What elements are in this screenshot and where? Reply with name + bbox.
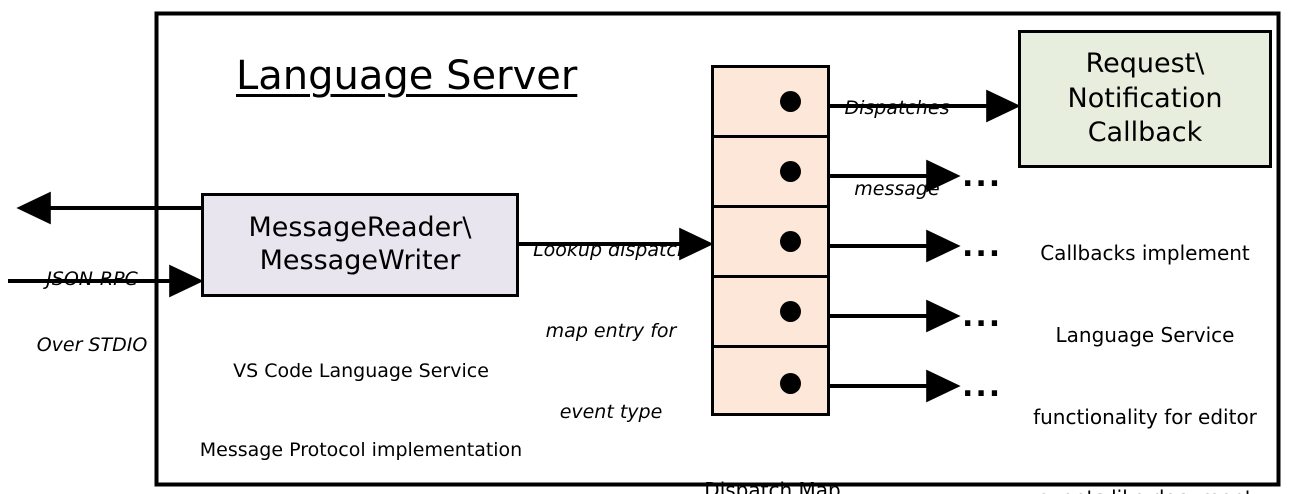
lookup-dispatch-label: Lookup dispatch map entry for event type xyxy=(516,183,706,480)
callback-caption-line1: Callbacks implement xyxy=(1040,241,1250,266)
mrw-line2: MessageWriter xyxy=(259,245,461,276)
dispatch-dot-icon xyxy=(780,372,801,394)
messagereader-caption: VS Code Language Service Message Protoco… xyxy=(196,306,526,494)
dispatch-map-row[interactable] xyxy=(714,138,827,208)
dispatches-line1: Dispatches xyxy=(844,96,950,119)
messagereader-messagewriter-label: MessageReader\ MessageWriter xyxy=(249,212,472,278)
mrw-caption-line2: Message Protocol implementation xyxy=(199,439,523,462)
jsonrpc-protocol-label: JSON-RPC Over STDIO xyxy=(22,224,162,400)
dispatch-dot-icon xyxy=(780,91,801,112)
dispatch-map-row[interactable] xyxy=(714,278,827,348)
messagereader-messagewriter-box[interactable]: MessageReader\ MessageWriter xyxy=(201,193,519,297)
dispatch-caption-line1: Dispatch Map xyxy=(704,478,841,494)
mrw-line1: MessageReader\ xyxy=(248,212,472,244)
language-server-border xyxy=(154,11,1281,487)
ellipsis-row-5: ... xyxy=(962,369,1003,404)
callback-caption-line3: functionality for editor xyxy=(1033,404,1257,429)
callback-line1: Request\ xyxy=(1085,48,1205,80)
jsonrpc-label-line2: Over STDIO xyxy=(36,334,148,357)
page-title: Language Server xyxy=(236,53,578,99)
lookup-line3: event type xyxy=(559,400,663,423)
dispatch-map-row[interactable] xyxy=(714,68,827,138)
callback-caption-line2: Language Service xyxy=(1055,322,1235,347)
dispatch-dot-icon xyxy=(780,231,801,252)
callback-box-label: Request\ Notification Callback xyxy=(1068,47,1223,151)
ellipsis-row-3: ... xyxy=(962,229,1003,264)
dispatch-map-caption: Dispatch Map (event_type, callback) xyxy=(650,423,895,494)
dispatch-map-table[interactable] xyxy=(711,65,830,416)
dispatches-line2: message xyxy=(854,177,940,200)
callback-line2: Notification xyxy=(1067,82,1223,114)
ellipsis-row-2: ... xyxy=(962,159,1003,194)
dispatch-map-row[interactable] xyxy=(714,208,827,278)
ellipsis-row-4: ... xyxy=(962,299,1003,334)
dispatches-message-label: Dispatches message xyxy=(838,41,956,257)
callback-caption: Callbacks implement Language Service fun… xyxy=(1010,186,1280,494)
lookup-line1: Lookup dispatch xyxy=(533,238,689,261)
dispatch-dot-icon xyxy=(780,161,801,182)
dispatch-dot-icon xyxy=(780,301,801,322)
dispatch-map-row[interactable] xyxy=(714,348,827,418)
request-notification-callback-box[interactable]: Request\ Notification Callback xyxy=(1018,30,1272,168)
lookup-line2: map entry for xyxy=(545,319,677,342)
jsonrpc-label-line1: JSON-RPC xyxy=(46,268,138,291)
callback-caption-line4: events like document xyxy=(1010,485,1280,494)
callback-line3: Callback xyxy=(1087,117,1203,149)
mrw-caption-line1: VS Code Language Service xyxy=(233,360,489,383)
